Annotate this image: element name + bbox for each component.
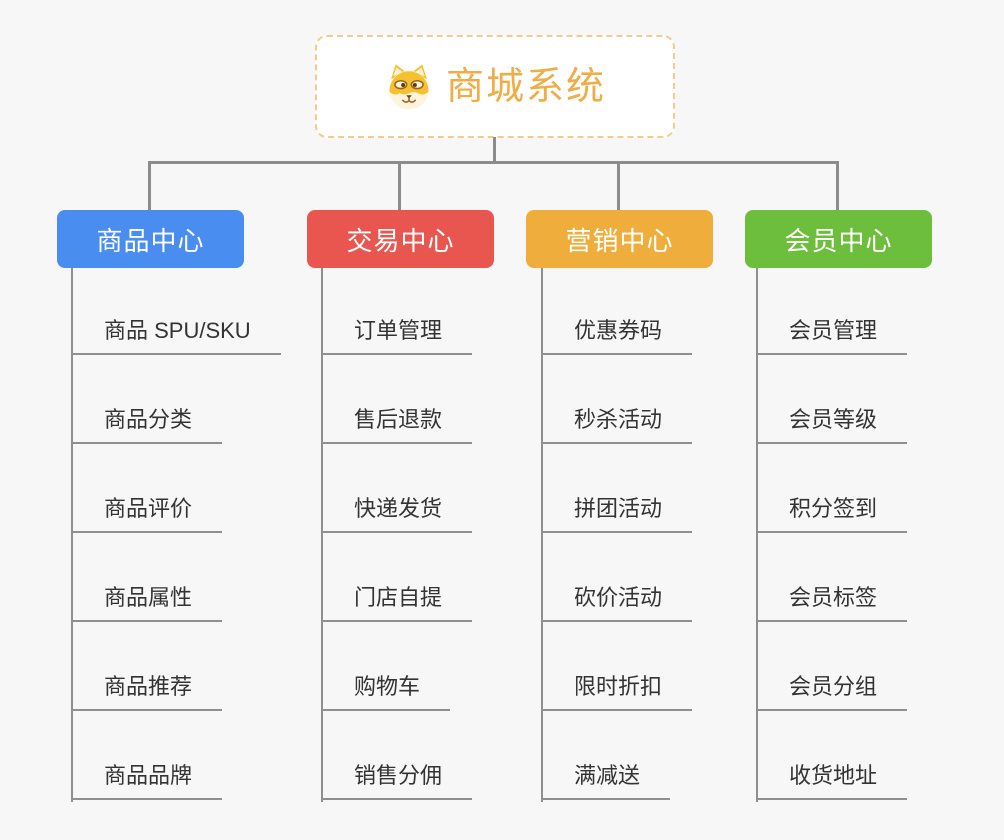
branch-node-product-center[interactable]: 商品中心 (57, 210, 244, 268)
trunk-line-member (756, 268, 758, 802)
leaf-node[interactable]: 商品分类 (71, 406, 223, 444)
leaf-node[interactable]: 限时折扣 (541, 673, 693, 711)
branch-label: 交易中心 (346, 225, 455, 256)
leaf-node[interactable]: 商品 SPU/SKU (71, 317, 281, 355)
branch-node-marketing-center[interactable]: 营销中心 (526, 210, 713, 268)
leaf-node[interactable]: 会员等级 (756, 406, 908, 444)
leaf-node[interactable]: 商品评价 (71, 495, 223, 533)
connector-drop-member (836, 161, 839, 211)
branch-node-member-center[interactable]: 会员中心 (745, 210, 932, 268)
leaf-node[interactable]: 会员管理 (756, 317, 908, 355)
connector-root-stem (493, 137, 496, 164)
root-title: 商城系统 (445, 65, 606, 108)
leaf-node[interactable]: 门店自提 (321, 584, 473, 622)
root-node-mall-system[interactable]: 商城系统 (315, 35, 675, 138)
branch-node-trade-center[interactable]: 交易中心 (307, 210, 494, 268)
leaf-node[interactable]: 快递发货 (321, 495, 473, 533)
branch-label: 商品中心 (96, 225, 205, 256)
trunk-line-product (71, 268, 73, 802)
branch-label: 营销中心 (565, 225, 674, 256)
leaf-node[interactable]: 满减送 (541, 762, 671, 800)
connector-drop-product (148, 161, 151, 211)
leaf-node[interactable]: 商品属性 (71, 584, 223, 622)
dog-face-icon (384, 62, 434, 112)
leaf-node[interactable]: 订单管理 (321, 317, 473, 355)
leaf-node[interactable]: 秒杀活动 (541, 406, 693, 444)
leaf-node[interactable]: 售后退款 (321, 406, 473, 444)
connector-drop-marketing (617, 161, 620, 211)
leaf-node[interactable]: 优惠券码 (541, 317, 693, 355)
leaf-node[interactable]: 收货地址 (756, 762, 908, 800)
leaf-node[interactable]: 商品推荐 (71, 673, 223, 711)
trunk-line-trade (321, 268, 323, 802)
leaf-node[interactable]: 会员标签 (756, 584, 908, 622)
branch-label: 会员中心 (784, 225, 893, 256)
leaf-node[interactable]: 商品品牌 (71, 762, 223, 800)
connector-horizontal-bar (148, 161, 839, 164)
leaf-node[interactable]: 会员分组 (756, 673, 908, 711)
leaf-node[interactable]: 销售分佣 (321, 762, 473, 800)
leaf-node[interactable]: 积分签到 (756, 495, 908, 533)
leaf-node[interactable]: 拼团活动 (541, 495, 693, 533)
trunk-line-marketing (541, 268, 543, 802)
leaf-node[interactable]: 购物车 (321, 673, 451, 711)
leaf-node[interactable]: 砍价活动 (541, 584, 693, 622)
connector-drop-trade (398, 161, 401, 211)
